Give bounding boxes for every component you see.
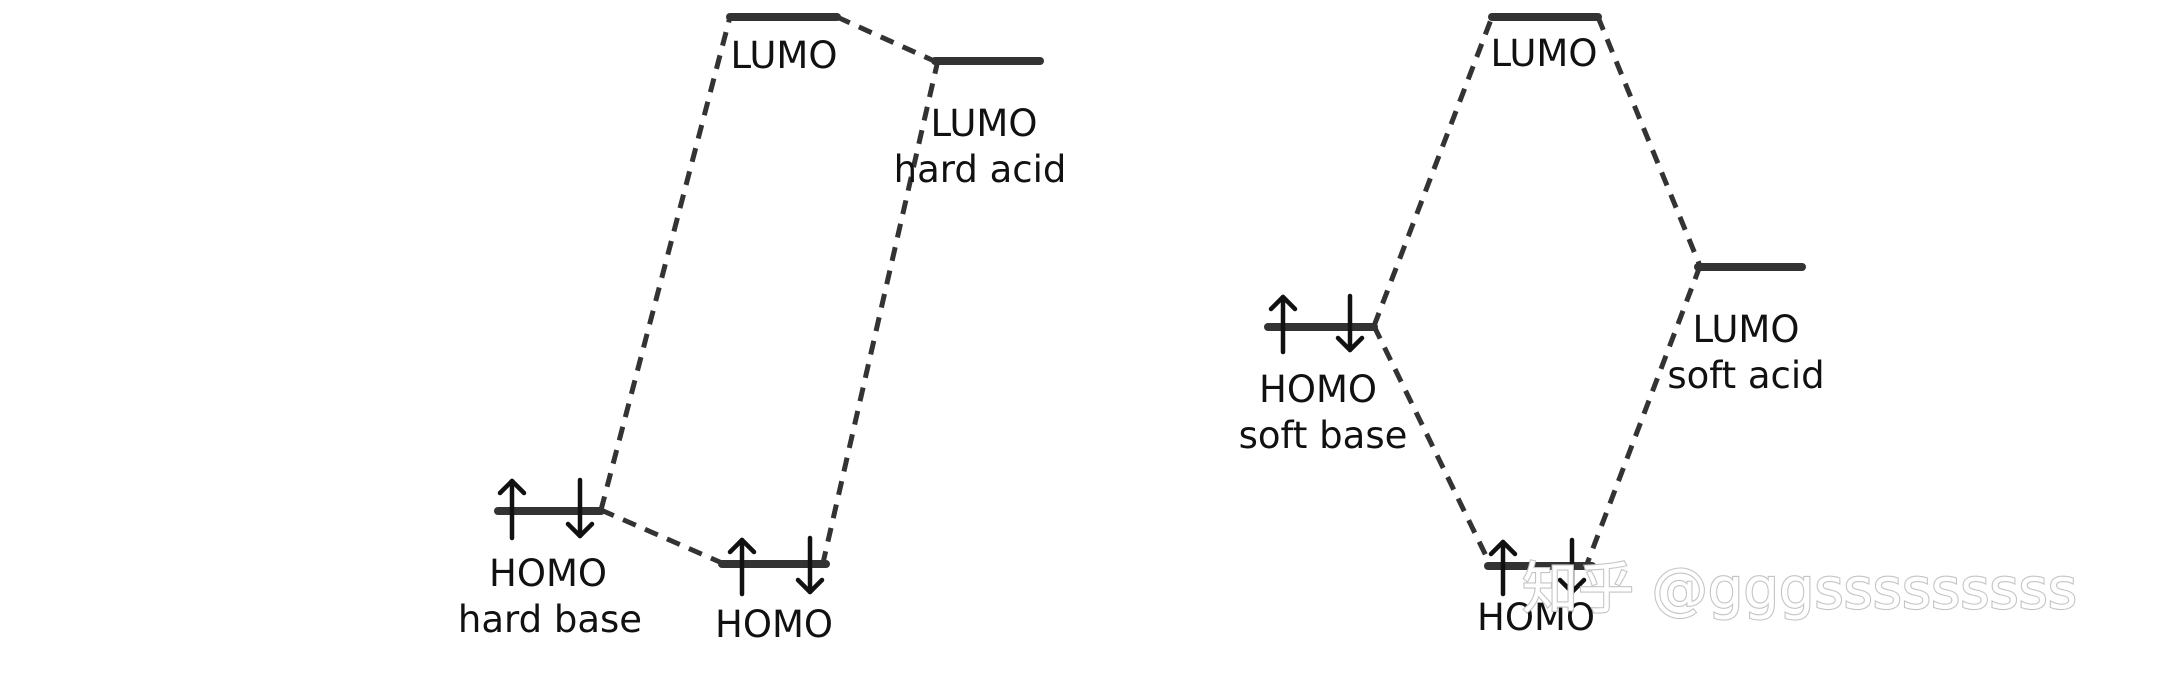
electrons	[497, 477, 825, 597]
soft-acid-name-label: soft acid	[1667, 354, 1824, 397]
complex-homo-label: HOMO	[1477, 596, 1595, 639]
complex-lumo-label: LUMO	[1491, 32, 1598, 75]
hard-acid-base-diagram: HOMO hard base LUMO HOMO LUMO hard acid	[458, 13, 1066, 646]
soft-acid-lumo-label: LUMO	[1693, 308, 1800, 351]
connector-acid-lumo-to-complex-homo	[1584, 265, 1703, 565]
connector-complex-lumo-to-acid-lumo	[835, 14, 934, 63]
connector-complex-lumo-to-acid-lumo	[1595, 16, 1703, 267]
spin-up-arrow-icon	[727, 537, 757, 597]
connector-base-homo-to-complex-lumo	[598, 16, 733, 511]
connector-base-homo-to-complex-homo	[599, 507, 724, 566]
electrons	[1268, 293, 1587, 597]
connectors	[598, 14, 941, 566]
hard-base-name-label: hard base	[458, 598, 642, 641]
spin-up-arrow-icon	[1488, 539, 1518, 597]
spin-down-arrow-icon	[565, 477, 595, 539]
connector-base-homo-to-complex-homo	[1371, 324, 1493, 566]
complex-homo-label: HOMO	[715, 603, 833, 646]
watermark-text: 知乎 @gggsssssssss	[1522, 557, 2077, 622]
hard-acid-name-label: hard acid	[894, 148, 1067, 191]
spin-up-arrow-icon	[497, 478, 527, 541]
labels: HOMO hard base LUMO HOMO LUMO hard acid	[458, 34, 1066, 646]
soft-base-homo-label: HOMO	[1259, 368, 1377, 411]
soft-base-name-label: soft base	[1239, 414, 1408, 457]
energy-levels	[1264, 13, 1806, 570]
hard-acid-lumo-label: LUMO	[931, 102, 1038, 145]
connector-acid-lumo-to-complex-homo	[820, 59, 941, 564]
soft-acid-base-diagram: HOMO soft base LUMO HOMO LUMO soft acid	[1239, 13, 1825, 639]
spin-down-arrow-icon	[1557, 537, 1587, 595]
complex-lumo-label: LUMO	[731, 34, 838, 77]
spin-down-arrow-icon	[1335, 293, 1365, 353]
spin-up-arrow-icon	[1268, 294, 1298, 355]
labels: HOMO soft base LUMO HOMO LUMO soft acid	[1239, 32, 1825, 639]
hard-base-homo-label: HOMO	[489, 552, 607, 595]
connector-base-homo-to-complex-lumo	[1371, 16, 1495, 327]
spin-down-arrow-icon	[795, 535, 825, 595]
connectors	[1371, 16, 1703, 566]
